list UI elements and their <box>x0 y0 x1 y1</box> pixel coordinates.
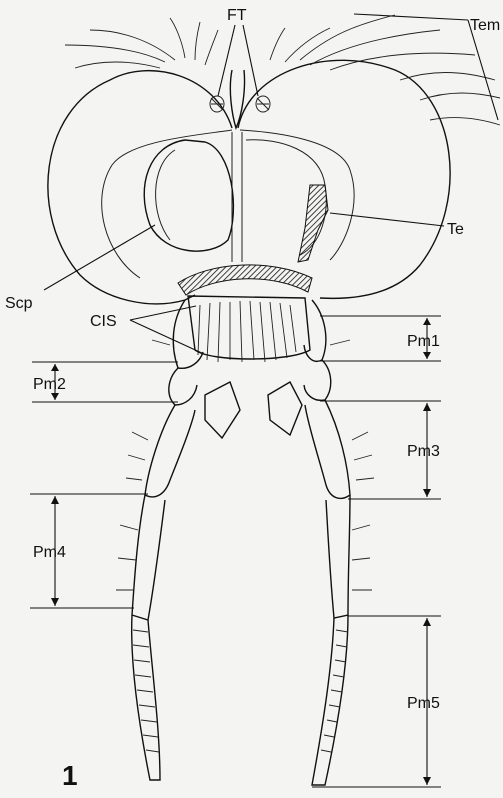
label-pm4: Pm4 <box>33 544 66 561</box>
label-te: Te <box>447 221 464 238</box>
palp-annulations <box>133 630 348 752</box>
right-palp-segment-5 <box>312 615 348 785</box>
right-compound-eye <box>238 60 450 298</box>
label-cis: CIS <box>90 313 117 330</box>
left-palp-segment-2 <box>169 368 197 405</box>
right-palp-segment-3 <box>305 400 350 498</box>
head-capsule <box>48 60 450 303</box>
figure-number: 1 <box>62 760 78 791</box>
leader-lines <box>44 14 498 354</box>
ventral-sclerite <box>178 265 312 295</box>
frons-left-outline <box>102 130 232 278</box>
label-pm1: Pm1 <box>407 333 440 350</box>
cis-setae <box>198 301 296 362</box>
palp-bristles <box>116 340 374 590</box>
label-pm2: Pm2 <box>33 376 66 393</box>
palp-base <box>188 296 310 359</box>
left-palp-segment-4 <box>132 495 165 620</box>
left-palp-segment-5 <box>132 615 160 780</box>
left-compound-eye <box>48 71 232 304</box>
scape-inner <box>156 150 175 240</box>
labellar-lobe-right <box>268 382 302 435</box>
label-pm3: Pm3 <box>407 443 440 460</box>
maxillary-palps <box>116 296 374 785</box>
label-tem: Tem <box>470 17 500 34</box>
label-ft: FT <box>227 7 247 24</box>
label-scp: Scp <box>5 295 33 312</box>
label-pm5: Pm5 <box>407 695 440 712</box>
scape <box>144 140 233 251</box>
right-palp-segment-2 <box>304 360 331 400</box>
dimension-lines <box>30 316 441 787</box>
left-palp-segment-3 <box>145 405 195 497</box>
labels: FT Tem Te Scp CIS Pm1 Pm2 Pm3 Pm4 Pm5 1 <box>5 7 500 791</box>
labellar-lobe-left <box>205 382 240 438</box>
right-palp-segment-4 <box>326 495 350 618</box>
frons-right-outline <box>240 130 354 260</box>
